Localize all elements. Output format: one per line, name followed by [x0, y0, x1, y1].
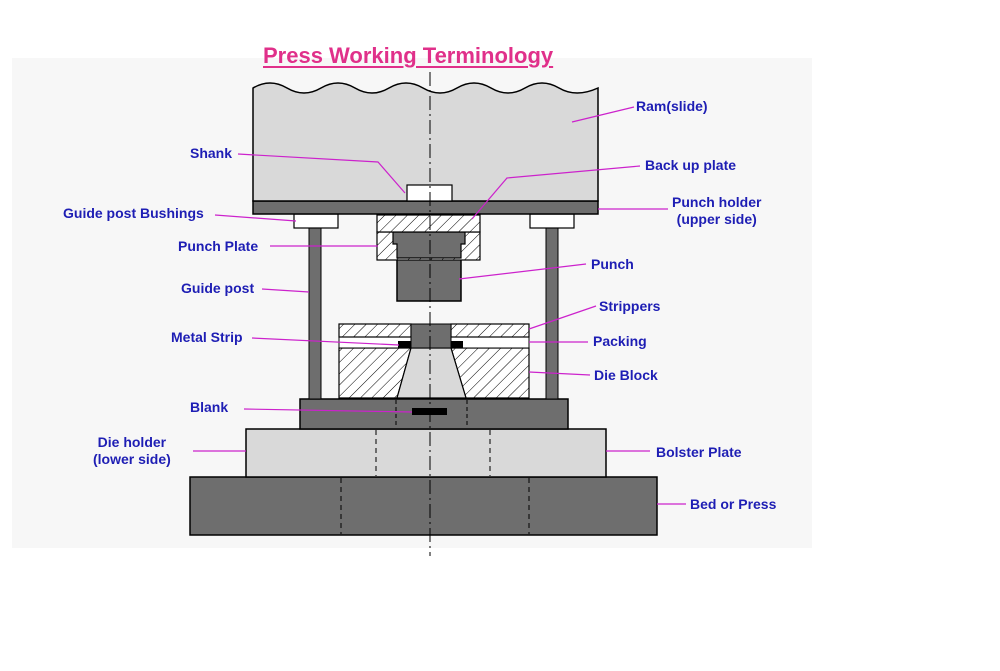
diagram-title: Press Working Terminology — [263, 43, 554, 68]
guide-post-left — [308, 227, 322, 400]
stripper-opening — [410, 323, 452, 349]
bolster-plate — [245, 428, 607, 478]
leader-strippers — [528, 305, 597, 330]
label-die-block: Die Block — [594, 367, 658, 383]
leader-lines — [193, 106, 686, 505]
leader-metal-strip — [251, 337, 400, 346]
label-guide-post-bushings: Guide post Bushings — [63, 205, 204, 221]
leader-guide-post-bushings — [214, 214, 297, 222]
punch-head — [392, 231, 466, 259]
metal-strip-left-piece — [398, 341, 412, 348]
label-guide-post: Guide post — [181, 280, 255, 296]
label-punch-plate: Punch Plate — [178, 238, 259, 254]
label-ram: Ram(slide) — [636, 98, 708, 114]
punch — [396, 257, 462, 302]
leader-blank — [243, 408, 413, 413]
punch-holder — [252, 200, 599, 215]
label-punch: Punch — [591, 256, 634, 272]
label-die-holder: Die holder (lower side) — [93, 434, 171, 467]
label-blank: Blank — [190, 399, 229, 415]
label-bed-or-press: Bed or Press — [690, 496, 777, 512]
label-metal-strip: Metal Strip — [171, 329, 243, 345]
leader-ram — [571, 106, 635, 123]
metal-strip-right-piece — [449, 341, 463, 348]
leader-die-block — [528, 371, 591, 376]
label-strippers: Strippers — [599, 298, 661, 314]
label-packing: Packing — [593, 333, 647, 349]
back-up-plate — [376, 214, 481, 233]
leader-shank — [237, 153, 406, 194]
label-punch-holder: Punch holder (upper side) — [672, 194, 762, 227]
bed-or-press — [189, 476, 658, 536]
stripper-right — [450, 323, 530, 338]
label-back-up-plate: Back up plate — [645, 157, 737, 173]
label-bolster-plate: Bolster Plate — [656, 444, 742, 460]
guide-bushing-left — [293, 213, 339, 229]
stripper-left — [338, 323, 412, 338]
label-shank: Shank — [190, 145, 233, 161]
guide-bushing-right — [529, 213, 575, 229]
leader-guide-post — [261, 288, 310, 293]
leader-back-up-plate — [471, 165, 641, 220]
leader-punch — [458, 263, 587, 280]
ram-slide — [252, 82, 599, 202]
